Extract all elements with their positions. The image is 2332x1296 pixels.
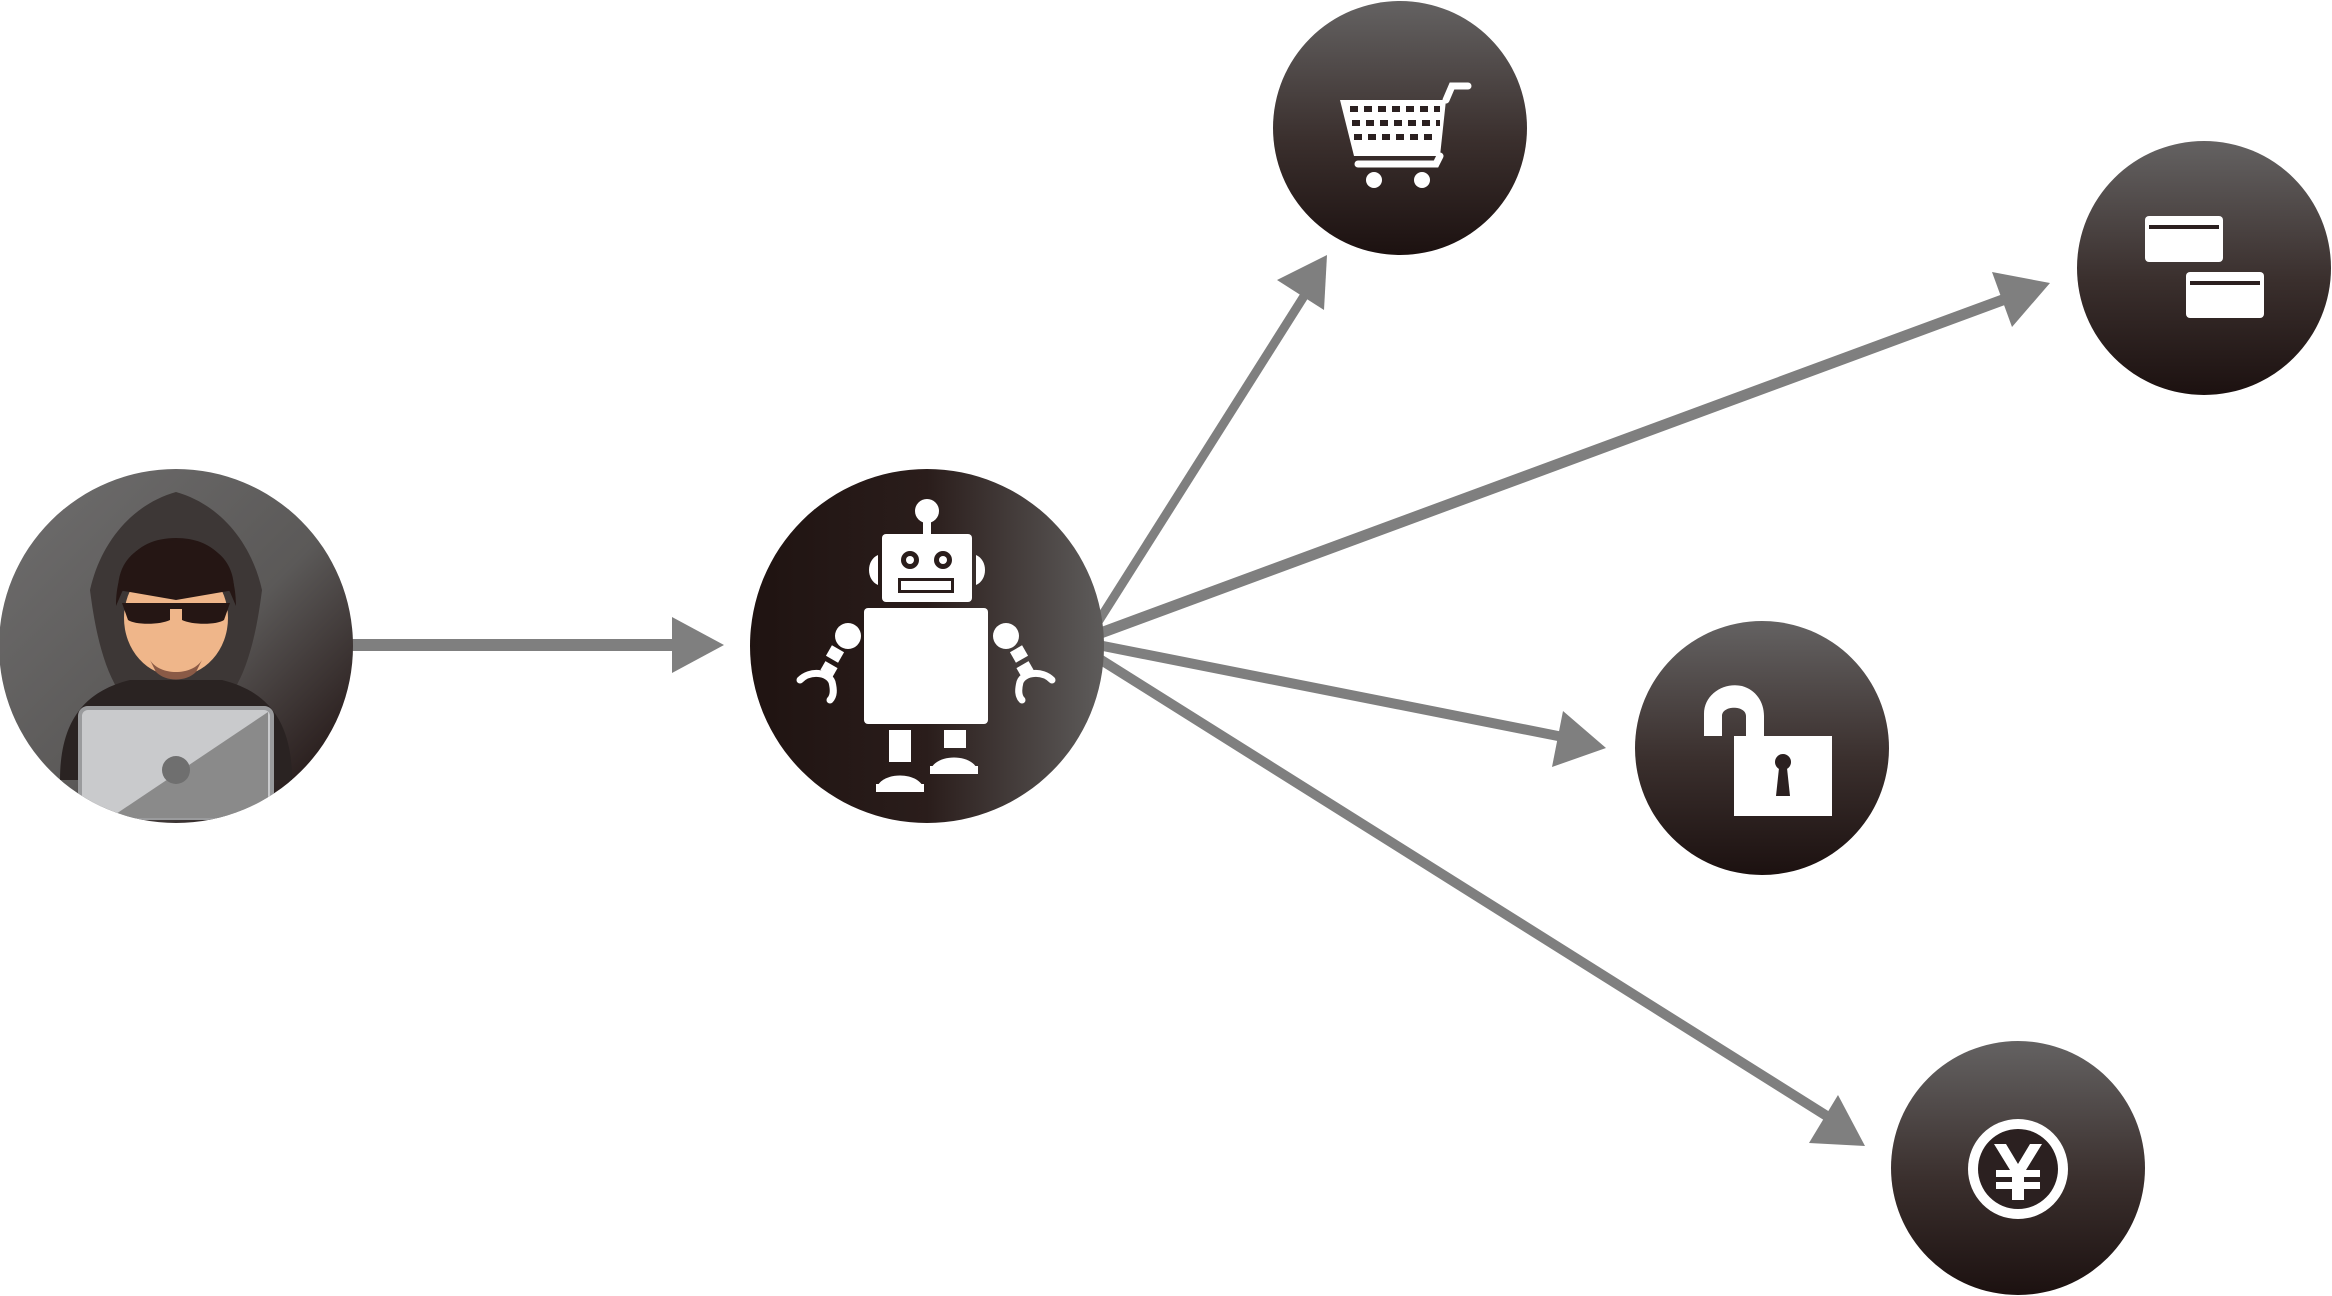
hooded-hacker-laptop-icon: [60, 492, 292, 820]
bot-node: [750, 469, 1104, 823]
yen-coin-icon: [1968, 1119, 2068, 1219]
unlocked-padlock-icon: [1704, 685, 1832, 816]
arrow-bot-to-cards: [1096, 272, 2050, 640]
arrow-bot-to-account: [1097, 640, 1606, 767]
shopping-node: [1273, 1, 1527, 255]
arrow-attacker-to-bot: [352, 617, 724, 673]
arrow-bot-to-money: [1095, 653, 1865, 1146]
robot-icon: [796, 499, 1056, 792]
shopping-cart-icon: [1340, 82, 1472, 188]
cards-node: [2077, 141, 2331, 395]
account-node: [1635, 621, 1889, 875]
attacker-node: [0, 469, 353, 823]
arrow-bot-to-shopping: [1094, 255, 1327, 625]
money-node: [1891, 1041, 2145, 1295]
credit-cards-icon: [2145, 216, 2264, 318]
